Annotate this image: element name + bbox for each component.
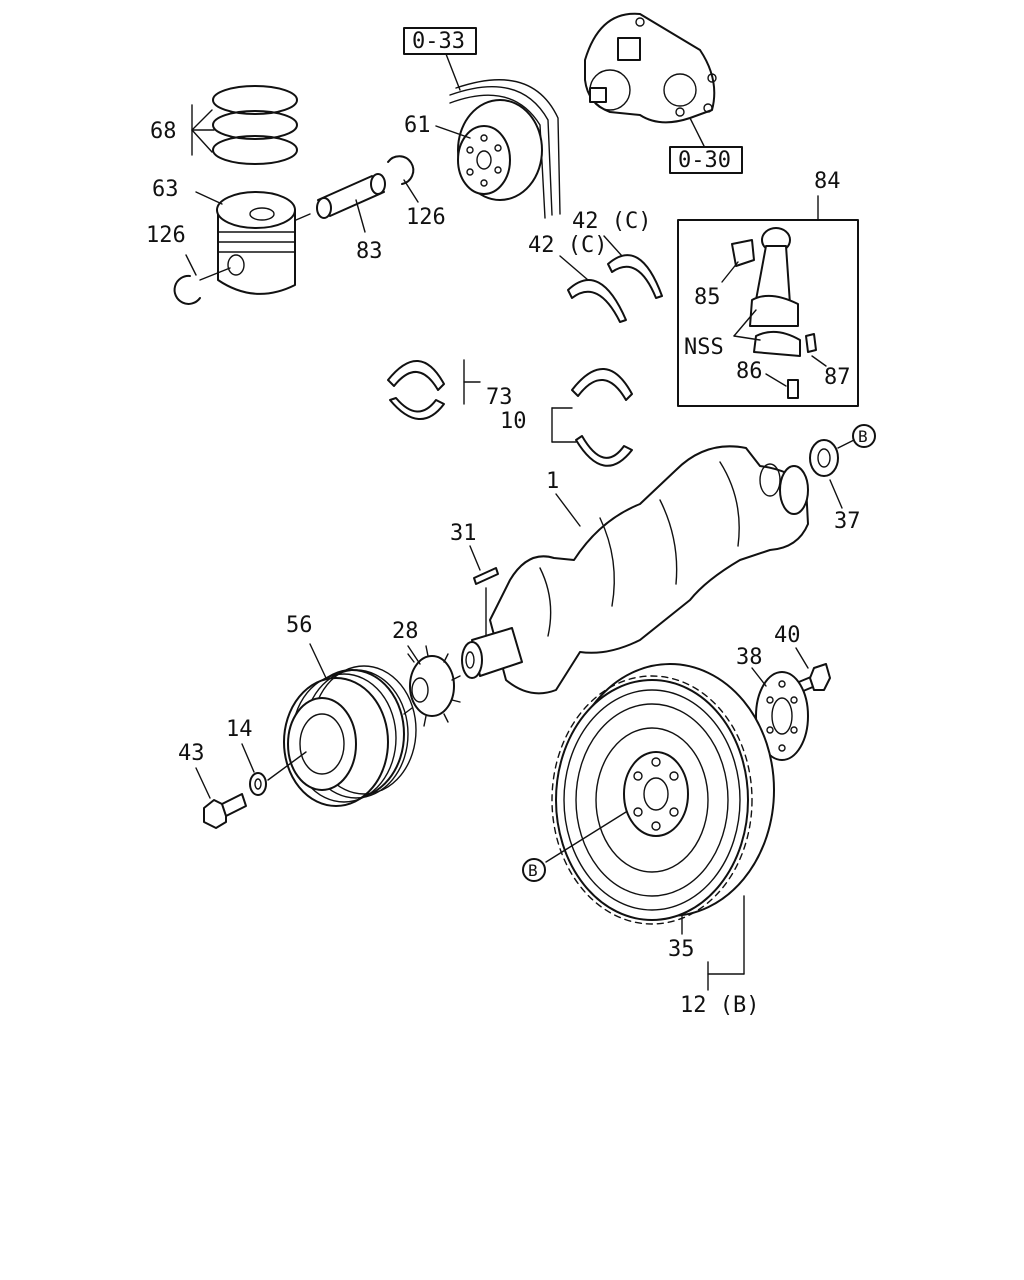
pulley-axis xyxy=(267,751,307,781)
conrod-bearing xyxy=(387,360,445,421)
label-61: 61 xyxy=(404,113,431,138)
leader-126a-piston xyxy=(199,267,231,281)
label-42c-left: 42 (C) xyxy=(528,233,607,258)
leader-42b xyxy=(603,235,623,257)
label-87: 87 xyxy=(824,365,851,390)
label-0-30: 0-30 xyxy=(678,148,731,173)
leader-14 xyxy=(241,743,255,773)
crank-pulley xyxy=(283,665,417,807)
label-14: 14 xyxy=(226,717,253,742)
b-callout-bottom xyxy=(522,858,546,882)
ref-box-0-33 xyxy=(403,27,477,55)
leader-b-top xyxy=(837,439,855,449)
pin-axis xyxy=(295,213,311,221)
bolt-86 xyxy=(787,379,799,399)
water-pump-pulley xyxy=(457,99,543,201)
nut-87 xyxy=(805,333,817,353)
crank-gear xyxy=(403,645,461,727)
label-b-top: B xyxy=(858,427,868,446)
piston xyxy=(216,191,296,295)
flywheel-plate xyxy=(755,671,809,761)
leader-42a xyxy=(559,255,589,281)
label-85: 85 xyxy=(694,285,721,310)
pulley-bolt xyxy=(203,793,247,829)
leader-b-bottom xyxy=(545,811,627,863)
pilot-bearing xyxy=(809,439,839,477)
leader-83 xyxy=(355,199,366,233)
leader-87 xyxy=(811,355,827,367)
label-68: 68 xyxy=(150,119,177,144)
label-0-33: 0-33 xyxy=(412,29,465,54)
b-callout-top xyxy=(852,424,876,448)
label-38: 38 xyxy=(736,645,763,670)
label-43: 43 xyxy=(178,741,205,766)
label-84: 84 xyxy=(814,169,841,194)
leader-61 xyxy=(435,125,471,139)
leader-1 xyxy=(555,493,581,527)
crankshaft xyxy=(461,445,809,695)
bushing-85 xyxy=(731,239,755,267)
label-31: 31 xyxy=(450,521,477,546)
connecting-rod xyxy=(749,227,801,357)
piston-pin xyxy=(316,173,386,219)
leader-38 xyxy=(751,667,767,687)
piston-rings xyxy=(212,85,298,165)
label-40: 40 xyxy=(774,623,801,648)
leader-31 xyxy=(469,545,481,571)
snap-ring-right xyxy=(387,155,415,185)
drive-belt xyxy=(449,79,561,219)
leader-28 xyxy=(407,645,421,665)
label-37: 37 xyxy=(834,509,861,534)
thrust-washer-left xyxy=(567,279,627,323)
leader-0-33 xyxy=(445,53,461,91)
label-42c-right: 42 (C) xyxy=(572,209,651,234)
leader-40 xyxy=(795,647,809,669)
thrust-washer-right xyxy=(607,254,663,299)
label-56: 56 xyxy=(286,613,313,638)
leader-85 xyxy=(721,261,739,283)
washer-14 xyxy=(249,772,267,796)
leader-126a xyxy=(185,254,197,276)
label-10: 10 xyxy=(500,409,527,434)
leader-56 xyxy=(309,643,327,679)
flywheel xyxy=(551,663,775,925)
label-86: 86 xyxy=(736,359,763,384)
label-28: 28 xyxy=(392,619,419,644)
leader-68 xyxy=(191,104,215,156)
washer-14-hole xyxy=(254,778,262,790)
label-1: 1 xyxy=(546,469,559,494)
leader-37 xyxy=(829,479,843,509)
label-126-right: 126 xyxy=(406,205,446,230)
label-73: 73 xyxy=(486,385,513,410)
snap-ring-left xyxy=(173,274,201,305)
label-nss: NSS xyxy=(684,335,724,360)
label-12b: 12 (B) xyxy=(680,993,759,1018)
water-pump xyxy=(584,12,717,124)
main-bearing xyxy=(571,368,633,467)
woodruff-key xyxy=(473,567,499,585)
leader-126b xyxy=(403,179,419,203)
conrod-assembly-box xyxy=(677,219,859,407)
leader-86 xyxy=(765,373,787,387)
ref-box-0-30 xyxy=(669,146,743,174)
leader-0-30 xyxy=(689,117,705,147)
label-83: 83 xyxy=(356,239,383,264)
label-126-left: 126 xyxy=(146,223,186,248)
leader-nss-a xyxy=(733,309,757,337)
label-35: 35 xyxy=(668,937,695,962)
leader-63 xyxy=(195,191,223,205)
leader-nss-b xyxy=(733,335,761,341)
leader-43 xyxy=(195,767,211,799)
label-b-bottom: B xyxy=(528,861,538,880)
label-63: 63 xyxy=(152,177,179,202)
